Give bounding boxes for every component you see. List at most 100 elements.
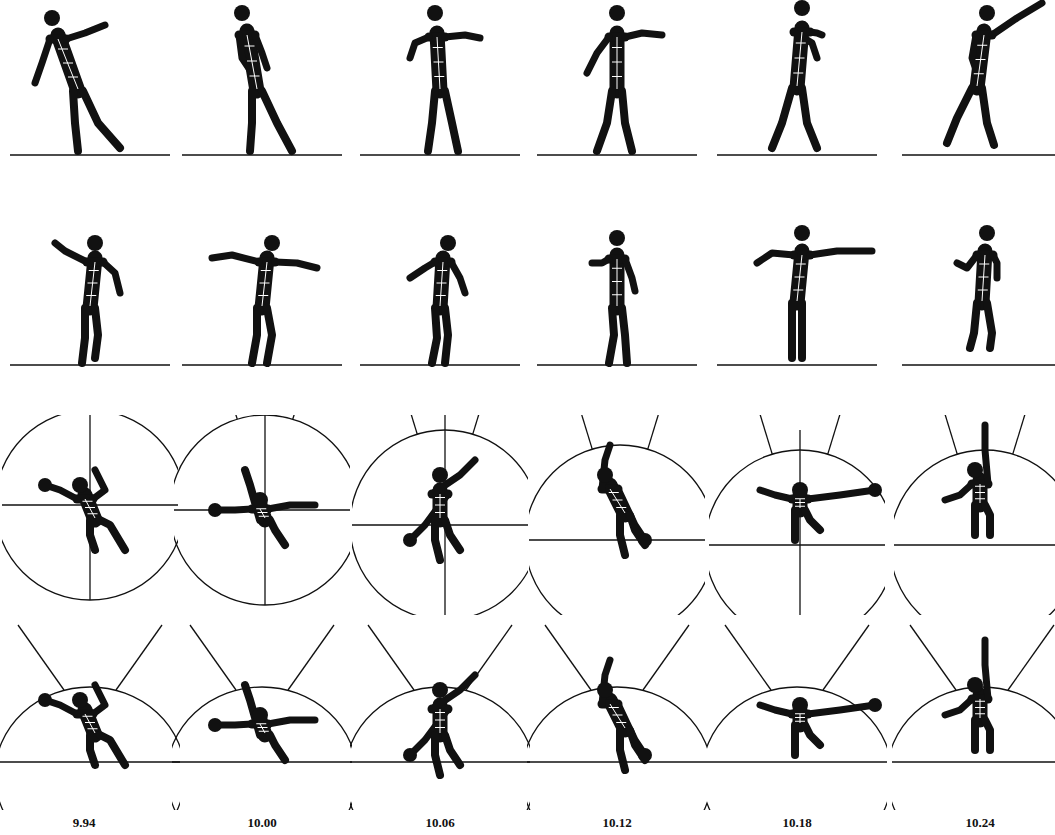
mesh-line [85,714,95,733]
athlete-figure [410,235,465,363]
body-segment [435,735,440,775]
body-segment [610,255,625,308]
throwing-circle-view [894,415,1055,615]
body-segment [987,303,992,348]
mesh-line [980,484,981,503]
athlete-figure [760,697,882,755]
mesh-line [440,709,441,733]
body-segment [592,259,609,263]
body-segment [945,699,972,715]
sector-line [648,415,661,449]
discus [38,693,52,707]
body-segment [262,91,292,151]
body-segment [622,91,632,151]
body-segment [432,308,437,363]
mesh-line [58,39,78,89]
time-label-box: 10.00 [247,813,276,831]
body-segment [83,91,120,148]
axis-line [174,509,350,510]
body-segment [760,490,792,499]
head [432,682,448,698]
ground-line [717,364,877,366]
discus [403,748,417,762]
mesh-line [437,37,440,89]
athlete-figure [945,640,990,750]
sector-line [725,625,771,690]
head [432,467,448,483]
ground-line [182,364,342,366]
sector-line [944,415,957,454]
sector-line [828,415,841,454]
discus [868,483,882,497]
mesh-line [90,262,95,306]
body-segment [410,262,435,278]
body-segment [587,37,609,73]
discus [868,698,882,712]
athlete-figure [945,425,990,535]
body-segment [428,91,435,151]
ground-line [10,154,170,156]
mesh-line [617,259,618,306]
body-segment [82,308,85,363]
body-segment [992,3,1042,35]
body-segment [945,484,972,500]
discus [38,478,52,492]
body-segment [73,91,78,151]
body-segment [808,705,875,714]
discus [638,748,652,762]
time-label: 10.24 [965,815,994,830]
sector-line [643,625,689,690]
body-segment [445,308,448,363]
body-segment [620,515,625,555]
body-segment [985,640,988,699]
athlete-figure [957,225,997,348]
time-label-box: 9.94 [73,813,96,831]
body-segment [268,505,315,509]
athlete-figure [592,230,635,363]
perspective-view [707,625,887,810]
ground-line [360,364,520,366]
perspective-view [0,625,180,810]
body-segment [970,303,977,348]
body-segment [410,494,448,540]
ground-line [902,364,1055,366]
ground-line [537,364,697,366]
body-segment [993,255,997,278]
axis-line [527,761,707,762]
sector-line [288,625,334,690]
sector-line [224,415,237,419]
body-segment [802,88,817,148]
mesh-line [980,699,981,718]
time-label-box: 10.18 [782,813,811,831]
mesh-line [617,37,618,89]
body-segment [445,735,460,765]
body-segment [250,91,252,151]
mesh-line [610,704,625,728]
body-segment [445,91,458,151]
body-segment [597,91,612,151]
time-label: 10.12 [602,815,631,830]
mesh-line [262,262,267,306]
body-segment [620,730,625,770]
axis-line [799,430,800,615]
axis-line [172,761,352,762]
sector-line [910,625,956,690]
body-segment [982,88,994,145]
head [967,462,983,478]
discus [208,503,222,517]
mesh-line [83,716,93,717]
athlete-figure [760,482,882,540]
head [252,492,268,508]
head [794,0,810,16]
sector-line [545,625,591,690]
throwing-circle [529,445,705,615]
body-segment [971,505,979,535]
head [967,677,983,693]
sector-line [1008,625,1054,690]
mesh-line [256,508,266,509]
head [609,230,625,246]
body-segment [957,255,977,268]
discus [638,533,652,547]
body-segment [432,675,475,709]
